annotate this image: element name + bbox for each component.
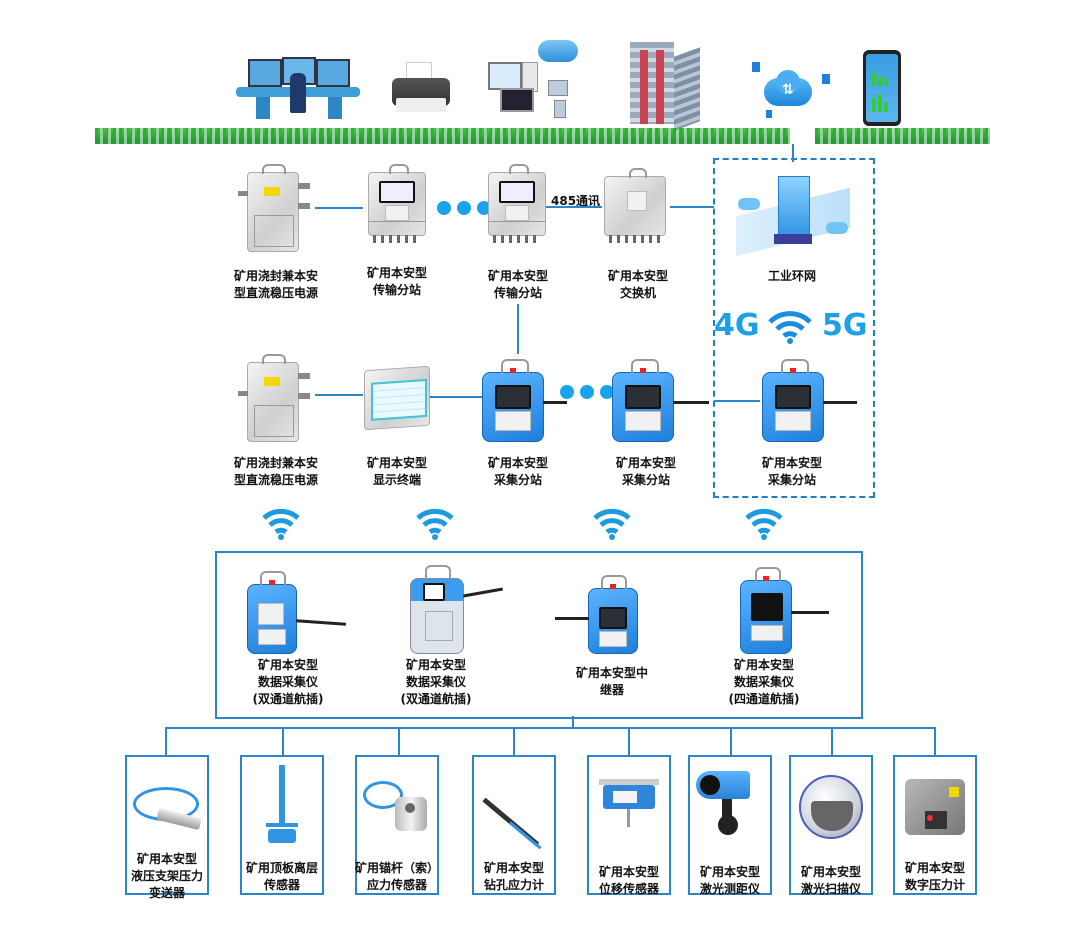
data-collector-1-device [247,571,347,654]
sensor-card-6: 矿用本安型激光测距仪 [688,755,772,896]
tree-branch-1 [165,727,167,755]
tree-branch-2 [282,727,284,755]
office-building-icon [626,36,702,131]
displacement-sensor-icon [599,779,659,829]
industrial-ring-network-label: 工业环网 [767,269,817,283]
relay-label: 矿用本安型中继器 [575,666,649,697]
grass-divider-right [815,128,990,144]
cloud-sync-icon: ⇅ [752,62,832,120]
connector-row2-b [430,396,482,398]
anchor-stress-sensor-icon [361,779,433,841]
collection-substation-label-1: 矿用本安型采集分站 [487,456,549,487]
display-terminal-device [364,365,430,431]
computer-network-icon [482,40,582,122]
wireless-4g-5g: 4G 5G [714,306,870,346]
transmission-substation-1-device [368,164,426,243]
label-5g: 5G [822,308,868,343]
industrial-ring-network-zone [713,158,875,498]
sensor-card-3: 矿用锚杆（索）应力传感器 [355,755,439,895]
sensor-label-3: 矿用锚杆（索）应力传感器 [354,861,440,892]
tree-bus [165,727,936,729]
digital-pressure-gauge-icon [905,779,965,835]
power-supply-device [238,164,310,252]
roof-separation-sensor-icon [266,765,298,849]
data-collector-2-device [410,565,503,654]
sensor-card-5: 矿用本安型位移传感器 [587,755,671,896]
connector-ring-to-station [714,400,760,402]
collection-substation-1-device [482,359,567,442]
printer-icon [392,62,450,116]
collection-substation-label-2: 矿用本安型采集分站 [615,456,677,487]
sensor-label-4: 矿用本安型钻孔应力计 [483,861,545,892]
power-supply-label-2: 矿用浇封兼本安型直流稳压电源 [233,456,319,487]
tree-branch-3 [398,727,400,755]
collection-substation-2-device [612,359,709,442]
laser-rangefinder-icon [694,767,766,843]
connector-row2-a [315,394,363,396]
sensor-card-8: 矿用本安型数字压力计 [893,755,977,895]
display-terminal-label: 矿用本安型显示终端 [366,456,428,487]
pressure-transmitter-icon [131,783,203,839]
transmission-substation-label-2: 矿用本安型传输分站 [487,269,549,300]
comm-485-label: 485通讯 [551,194,601,208]
tree-branch-4 [513,727,515,755]
ellipsis-dots-row1 [437,200,507,219]
connector-cloud-to-ring [792,144,794,162]
wifi-icon-4 [745,508,783,540]
wifi-icon-2 [416,508,454,540]
transmission-substation-2-device [488,164,546,243]
wifi-icon-1 [262,508,300,540]
switch-label: 矿用本安型交换机 [607,269,669,300]
tree-trunk [572,716,574,728]
ellipsis-dots-row2 [560,384,630,403]
sensor-label-1: 矿用本安型液压支架压力变送器 [130,852,204,900]
control-room-icon [236,55,360,121]
tree-branch-6 [730,727,732,755]
collection-substation-3-device [762,359,857,442]
power-supply-device-2 [238,354,310,442]
data-collector-4-device [740,567,829,654]
industrial-ring-network-icon [728,172,858,258]
sensor-card-4: 矿用本安型钻孔应力计 [472,755,556,895]
grass-divider-left [95,128,790,144]
sensor-card-2: 矿用顶板离层传感器 [240,755,324,895]
data-collector-label-4: 矿用本安型数据采集仪(四通道航插) [728,658,800,706]
connector-485 [546,206,602,208]
wifi-icon [768,311,812,344]
borehole-stress-meter-icon [474,777,554,850]
label-4g: 4G [714,308,760,343]
laser-scanner-icon [799,775,863,839]
sensor-card-7: 矿用本安型激光扫描仪 [789,755,873,896]
tree-branch-7 [831,727,833,755]
tree-branch-5 [628,727,630,755]
sensor-card-1: 矿用本安型液压支架压力变送器 [125,755,209,900]
collection-substation-label-3: 矿用本安型采集分站 [761,456,823,487]
data-collector-label-1: 矿用本安型数据采集仪(双通道航插) [252,658,324,706]
sensor-label-5: 矿用本安型位移传感器 [598,865,660,896]
data-collector-label-2: 矿用本安型数据采集仪(双通道航插) [400,658,472,706]
connector-row1-a [315,207,363,209]
sensor-label-8: 矿用本安型数字压力计 [904,861,966,892]
sensor-label-7: 矿用本安型激光扫描仪 [800,865,862,896]
switch-device [604,168,666,243]
connector-row1-to-row2 [517,304,519,354]
transmission-substation-label-1: 矿用本安型传输分站 [366,266,428,297]
power-supply-label-1: 矿用浇封兼本安型直流稳压电源 [233,269,319,300]
connector-switch-to-ring [670,206,714,208]
smartphone-app-icon [863,50,901,126]
sensor-label-6: 矿用本安型激光测距仪 [699,865,761,896]
sensor-label-2: 矿用顶板离层传感器 [245,861,319,892]
relay-device [555,575,638,654]
wifi-icon-3 [593,508,631,540]
tree-branch-8 [934,727,936,755]
